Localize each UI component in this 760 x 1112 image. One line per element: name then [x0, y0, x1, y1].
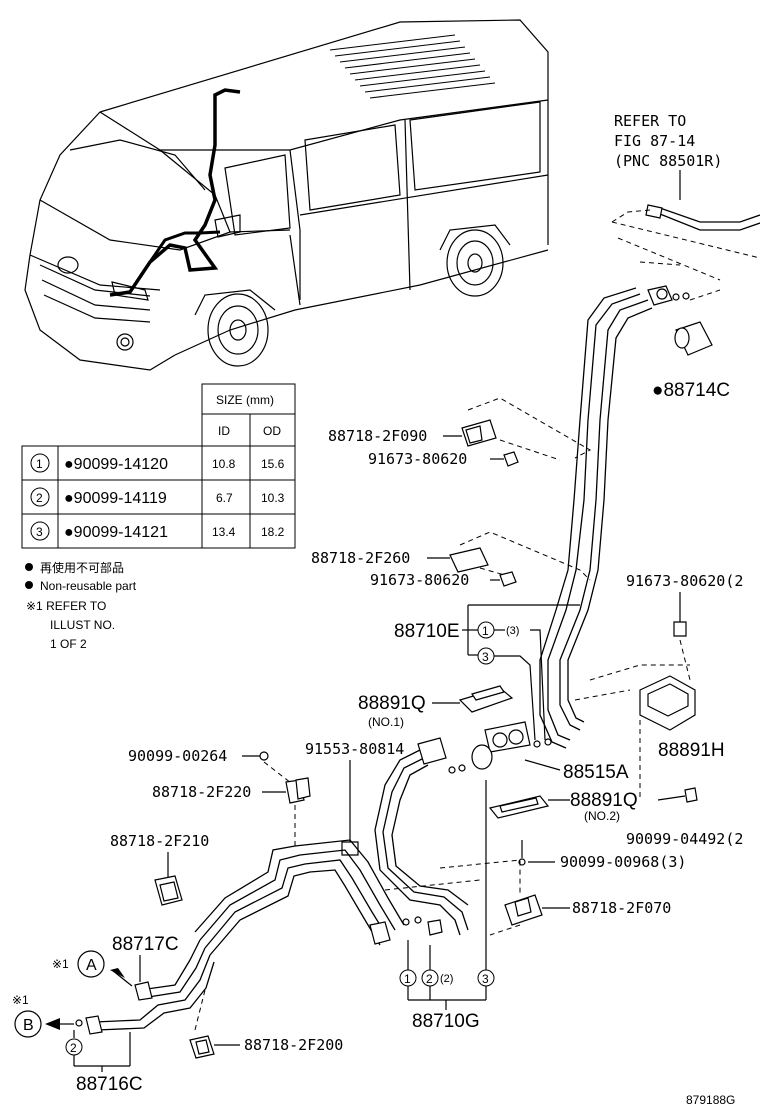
label-ref-a-mark: ※1: [52, 957, 69, 971]
label-88718-2F260: 88718-2F260: [311, 549, 410, 567]
label-88891Q-1: 88891Q: [358, 693, 426, 714]
bracket-88891Q-no2: 88891Q (NO.2) 90099-04492(2: [488, 787, 743, 848]
label-88714C: ●88714C: [652, 380, 730, 401]
label-88710E-num3: 3: [482, 650, 489, 664]
label-91673-80620-c: 91673-80620(2: [626, 572, 743, 590]
bracket-88891H: 88891H: [639, 675, 725, 800]
label-88710G-qty: (2): [440, 973, 453, 985]
clamp-88718-2F200: 88718-2F200: [189, 989, 343, 1059]
label-88716C: 88716C: [76, 1074, 143, 1095]
callout-88710E: 88710E 1 (3) 3: [394, 604, 580, 741]
label-88891Q-2: 88891Q: [570, 790, 638, 811]
size-row2-part: ●90099-14119: [64, 490, 167, 507]
figure-code: 879188G: [686, 1093, 735, 1107]
label-ref-b-mark: ※1: [12, 993, 29, 1007]
label-88710E-qty: (3): [506, 625, 519, 637]
size-table-od-header: OD: [263, 424, 281, 438]
label-88717C: 88717C: [112, 934, 179, 955]
legend-ref3: 1 OF 2: [50, 637, 87, 651]
callout-ref-b: ※1 B: [12, 993, 83, 1038]
size-row2-id: 6.7: [216, 491, 233, 505]
size-table-header: SIZE (mm): [216, 393, 274, 407]
legend-jp: 再使用不可部品: [40, 560, 124, 575]
refer-fig-line1: REFER TO: [614, 112, 686, 130]
legend-ref2: ILLUST NO.: [50, 618, 115, 632]
refer-fig-line3: (PNC 88501R): [614, 152, 722, 170]
label-88718-2F200: 88718-2F200: [244, 1036, 343, 1054]
label-90099-04492: 90099-04492(2: [626, 830, 743, 848]
label-88891Q-2-note: (NO.2): [584, 809, 620, 823]
label-88718-2F090: 88718-2F090: [328, 427, 427, 445]
callout-88717C: 88717C ※1 A: [52, 934, 179, 987]
label-88891H: 88891H: [658, 740, 725, 761]
clamp-88718-2F260: 88718-2F260 91673-80620: [311, 531, 591, 589]
size-row2-od: 10.3: [261, 491, 285, 505]
bolts-upper-left: 90099-00264 91553-80814: [128, 740, 404, 856]
label-88710G: 88710G: [412, 1011, 480, 1032]
size-row1-part: ●90099-14120: [64, 456, 168, 473]
size-table-id-header: ID: [218, 424, 230, 438]
label-88718-2F070: 88718-2F070: [572, 899, 671, 917]
legend: 再使用不可部品 Non-reusable part ※1 REFER TO IL…: [25, 560, 137, 651]
label-91673-80620-a: 91673-80620: [368, 450, 467, 468]
size-table: SIZE (mm) ID OD 1 ●90099-14120 10.8 15.6…: [21, 383, 296, 549]
size-row1-id: 10.8: [212, 457, 236, 471]
clamp-88718-2F210: 88718-2F210: [110, 832, 209, 906]
van-illustration: [24, 19, 549, 371]
size-row1-od: 15.6: [261, 457, 285, 471]
label-88710E-num1: 1: [482, 624, 489, 638]
legend-dot-icon: [25, 563, 33, 571]
legend-dot-icon: [25, 581, 33, 589]
bracket-88891Q-no1: 88891Q (NO.1): [358, 664, 690, 729]
valve-88515A: 88515A: [471, 721, 629, 783]
label-ref-b: B: [23, 1017, 34, 1034]
legend-ref1: ※1 REFER TO: [26, 599, 106, 613]
lower-pipes: [85, 737, 469, 1035]
arrow-b-icon: [45, 1018, 60, 1030]
refer-fig-note: REFER TO FIG 87-14 (PNC 88501R): [614, 112, 722, 200]
label-88891Q-1-note: (NO.1): [368, 715, 404, 729]
size-row3-num: 3: [36, 525, 43, 539]
refer-fig-line2: FIG 87-14: [614, 132, 695, 150]
size-row1-num: 1: [36, 457, 43, 471]
label-90099-00264: 90099-00264: [128, 747, 227, 765]
clamp-88718-2F090: 88718-2F090 91673-80620: [328, 397, 592, 468]
label-88718-2F210: 88718-2F210: [110, 832, 209, 850]
label-90099-00968: 90099-00968(3): [560, 853, 686, 871]
label-88710E: 88710E: [394, 621, 460, 642]
bolt-91673-80620-right: 91673-80620(2: [626, 572, 743, 681]
upper-pipe-connector: [611, 204, 760, 301]
size-row3-id: 13.4: [212, 525, 236, 539]
size-row2-num: 2: [36, 491, 43, 505]
label-ref-a: A: [86, 957, 97, 974]
label-88710G-num3: 3: [482, 972, 489, 986]
callout-88716C: 2 88716C: [65, 1030, 143, 1095]
clamp-88718-2F220: 88718-2F220: [152, 777, 311, 850]
label-88515A: 88515A: [563, 762, 629, 783]
label-88716C-num2: 2: [70, 1041, 77, 1055]
size-row3-part: ●90099-14121: [64, 524, 168, 541]
cap-88714C: ●88714C: [652, 321, 730, 401]
legend-en: Non-reusable part: [40, 579, 137, 593]
label-91553-80814: 91553-80814: [305, 740, 404, 758]
label-88710G-num2: 2: [426, 972, 433, 986]
arrow-a-icon: [110, 968, 125, 978]
screw-90099-00968: 90099-00968(3): [518, 840, 686, 871]
clamp-88718-2F070: 88718-2F070: [439, 859, 671, 936]
label-91673-80620-b: 91673-80620: [370, 571, 469, 589]
size-row3-od: 18.2: [261, 525, 285, 539]
callout-88710G: 1 2 (2) 3 88710G: [384, 780, 495, 1032]
main-pipe-vertical: [539, 285, 673, 749]
label-88718-2F220: 88718-2F220: [152, 783, 251, 801]
label-88710G-num1: 1: [404, 972, 411, 986]
